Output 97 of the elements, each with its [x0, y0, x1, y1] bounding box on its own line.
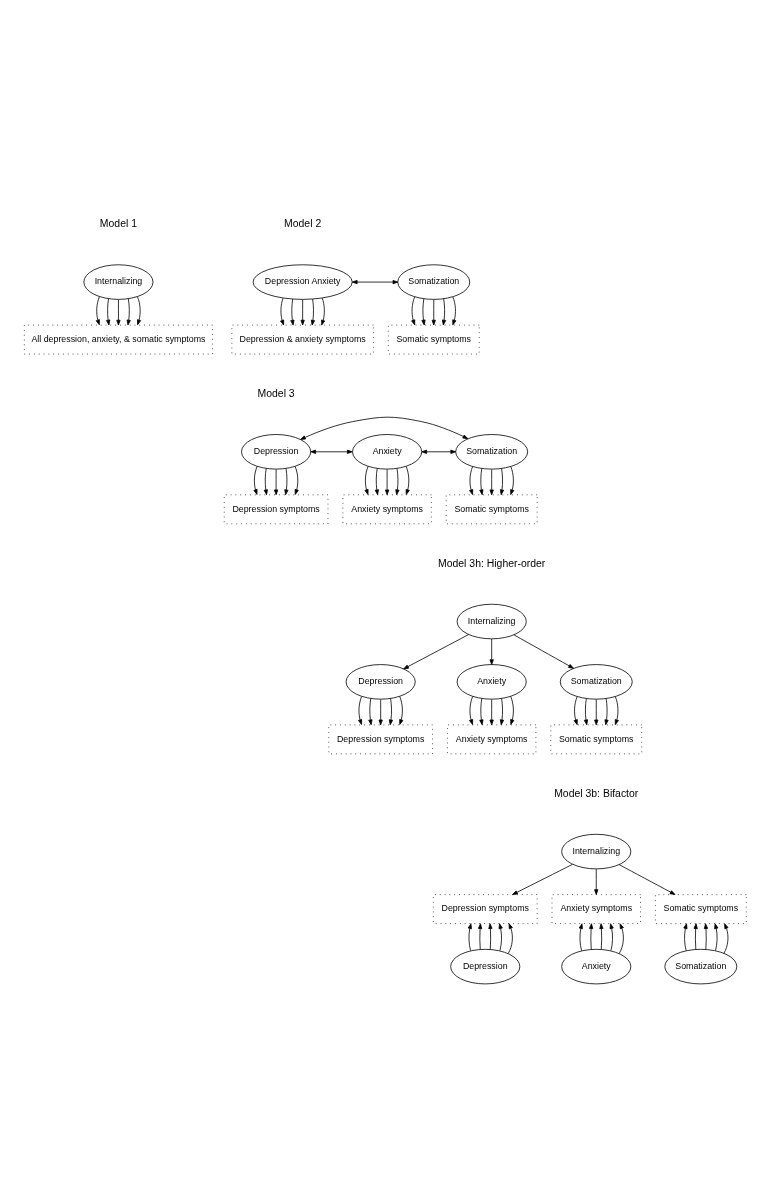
arrow — [583, 697, 589, 725]
node-box: Depression symptoms — [432, 893, 538, 924]
node-ellipse: Internalizing — [83, 263, 154, 300]
node-ellipse: Anxiety — [561, 948, 632, 984]
arrow — [489, 638, 494, 665]
arrow — [280, 297, 285, 325]
arrow — [351, 279, 399, 284]
node-ellipse: Internalizing — [561, 833, 632, 869]
arrow — [510, 465, 515, 495]
arrow — [442, 297, 447, 325]
arrow — [310, 298, 315, 325]
arrow — [300, 416, 469, 440]
node-ellipse: Depression Anxiety — [252, 263, 353, 300]
arrow — [95, 295, 100, 325]
arrow — [604, 697, 609, 725]
arrow — [421, 297, 426, 325]
node-box: Depression & anxiety symptoms — [231, 324, 374, 354]
node-box: Somatic symptoms — [445, 493, 538, 524]
arrow — [374, 467, 379, 495]
arrow — [479, 467, 484, 495]
arrow — [618, 863, 676, 895]
node-box: Anxiety symptoms — [551, 893, 641, 924]
arrow — [310, 449, 353, 454]
arrow — [388, 697, 394, 725]
arrow — [499, 467, 505, 495]
arrow — [263, 467, 268, 495]
arrow — [467, 922, 472, 951]
arrow — [385, 468, 390, 495]
node-box: Anxiety symptoms — [342, 493, 432, 524]
node-ellipse: Anxiety — [352, 433, 423, 469]
arrow — [358, 695, 363, 725]
arrow — [609, 922, 614, 951]
arrow — [364, 465, 369, 495]
arrow — [498, 922, 503, 951]
arrow — [723, 922, 729, 954]
arrow — [573, 695, 578, 725]
arrow — [479, 697, 484, 725]
arrow — [489, 698, 494, 725]
arrow — [489, 468, 494, 495]
arrow — [106, 297, 111, 325]
arrow — [594, 868, 599, 895]
arrow — [452, 296, 457, 325]
node-box: Depression symptoms — [328, 724, 433, 754]
arrow — [512, 863, 573, 895]
node-ellipse: Depression — [450, 948, 521, 984]
arrow — [321, 297, 326, 325]
arrow — [703, 922, 709, 950]
arrow — [507, 922, 513, 954]
label: Model 3 — [257, 387, 295, 399]
arrow — [488, 922, 493, 950]
node-ellipse: Internalizing — [456, 603, 527, 639]
arrow — [395, 467, 400, 495]
arrow — [284, 467, 289, 495]
arrow — [578, 922, 583, 951]
node-box: Somatic symptoms — [387, 324, 480, 354]
arrow — [589, 922, 594, 950]
arrow — [469, 465, 474, 495]
arrow — [403, 633, 470, 669]
arrow — [126, 297, 131, 325]
arrow — [693, 922, 698, 950]
label: Model 2 — [284, 217, 322, 229]
arrow — [405, 465, 410, 495]
arrow — [614, 695, 619, 725]
label: Model 3b: Bifactor — [554, 787, 639, 799]
arrow — [300, 298, 305, 325]
arrow — [499, 697, 505, 725]
arrow — [378, 698, 383, 725]
arrow — [137, 295, 142, 325]
node-ellipse: Anxiety — [456, 663, 527, 700]
arrow — [618, 922, 624, 954]
node-box: All depression, anxiety, & somatic symptoms — [23, 324, 213, 354]
arrow — [411, 296, 416, 325]
label: Model 1 — [99, 217, 138, 229]
arrow — [368, 697, 373, 725]
arrow — [274, 468, 279, 495]
arrow — [714, 922, 719, 951]
node-box: Somatic symptoms — [550, 724, 643, 754]
node-box: Depression symptoms — [223, 493, 329, 524]
arrow — [399, 695, 404, 725]
arrow — [290, 298, 295, 325]
arrow — [513, 634, 574, 669]
node-ellipse: Somatization — [397, 263, 471, 300]
node-box: Anxiety symptoms — [447, 724, 537, 754]
arrow — [510, 695, 515, 725]
arrow — [469, 695, 474, 725]
arrow — [478, 922, 483, 950]
arrow — [594, 698, 599, 725]
node-ellipse: Somatization — [664, 948, 738, 984]
arrow — [294, 465, 299, 495]
arrow — [599, 922, 604, 950]
arrow — [421, 449, 457, 454]
arrow — [431, 298, 436, 325]
arrow — [116, 298, 121, 325]
arrow — [253, 465, 258, 495]
label: Model 3h: Higher-order — [438, 557, 546, 569]
node-box: Somatic symptoms — [654, 893, 747, 924]
arrow — [683, 922, 688, 951]
